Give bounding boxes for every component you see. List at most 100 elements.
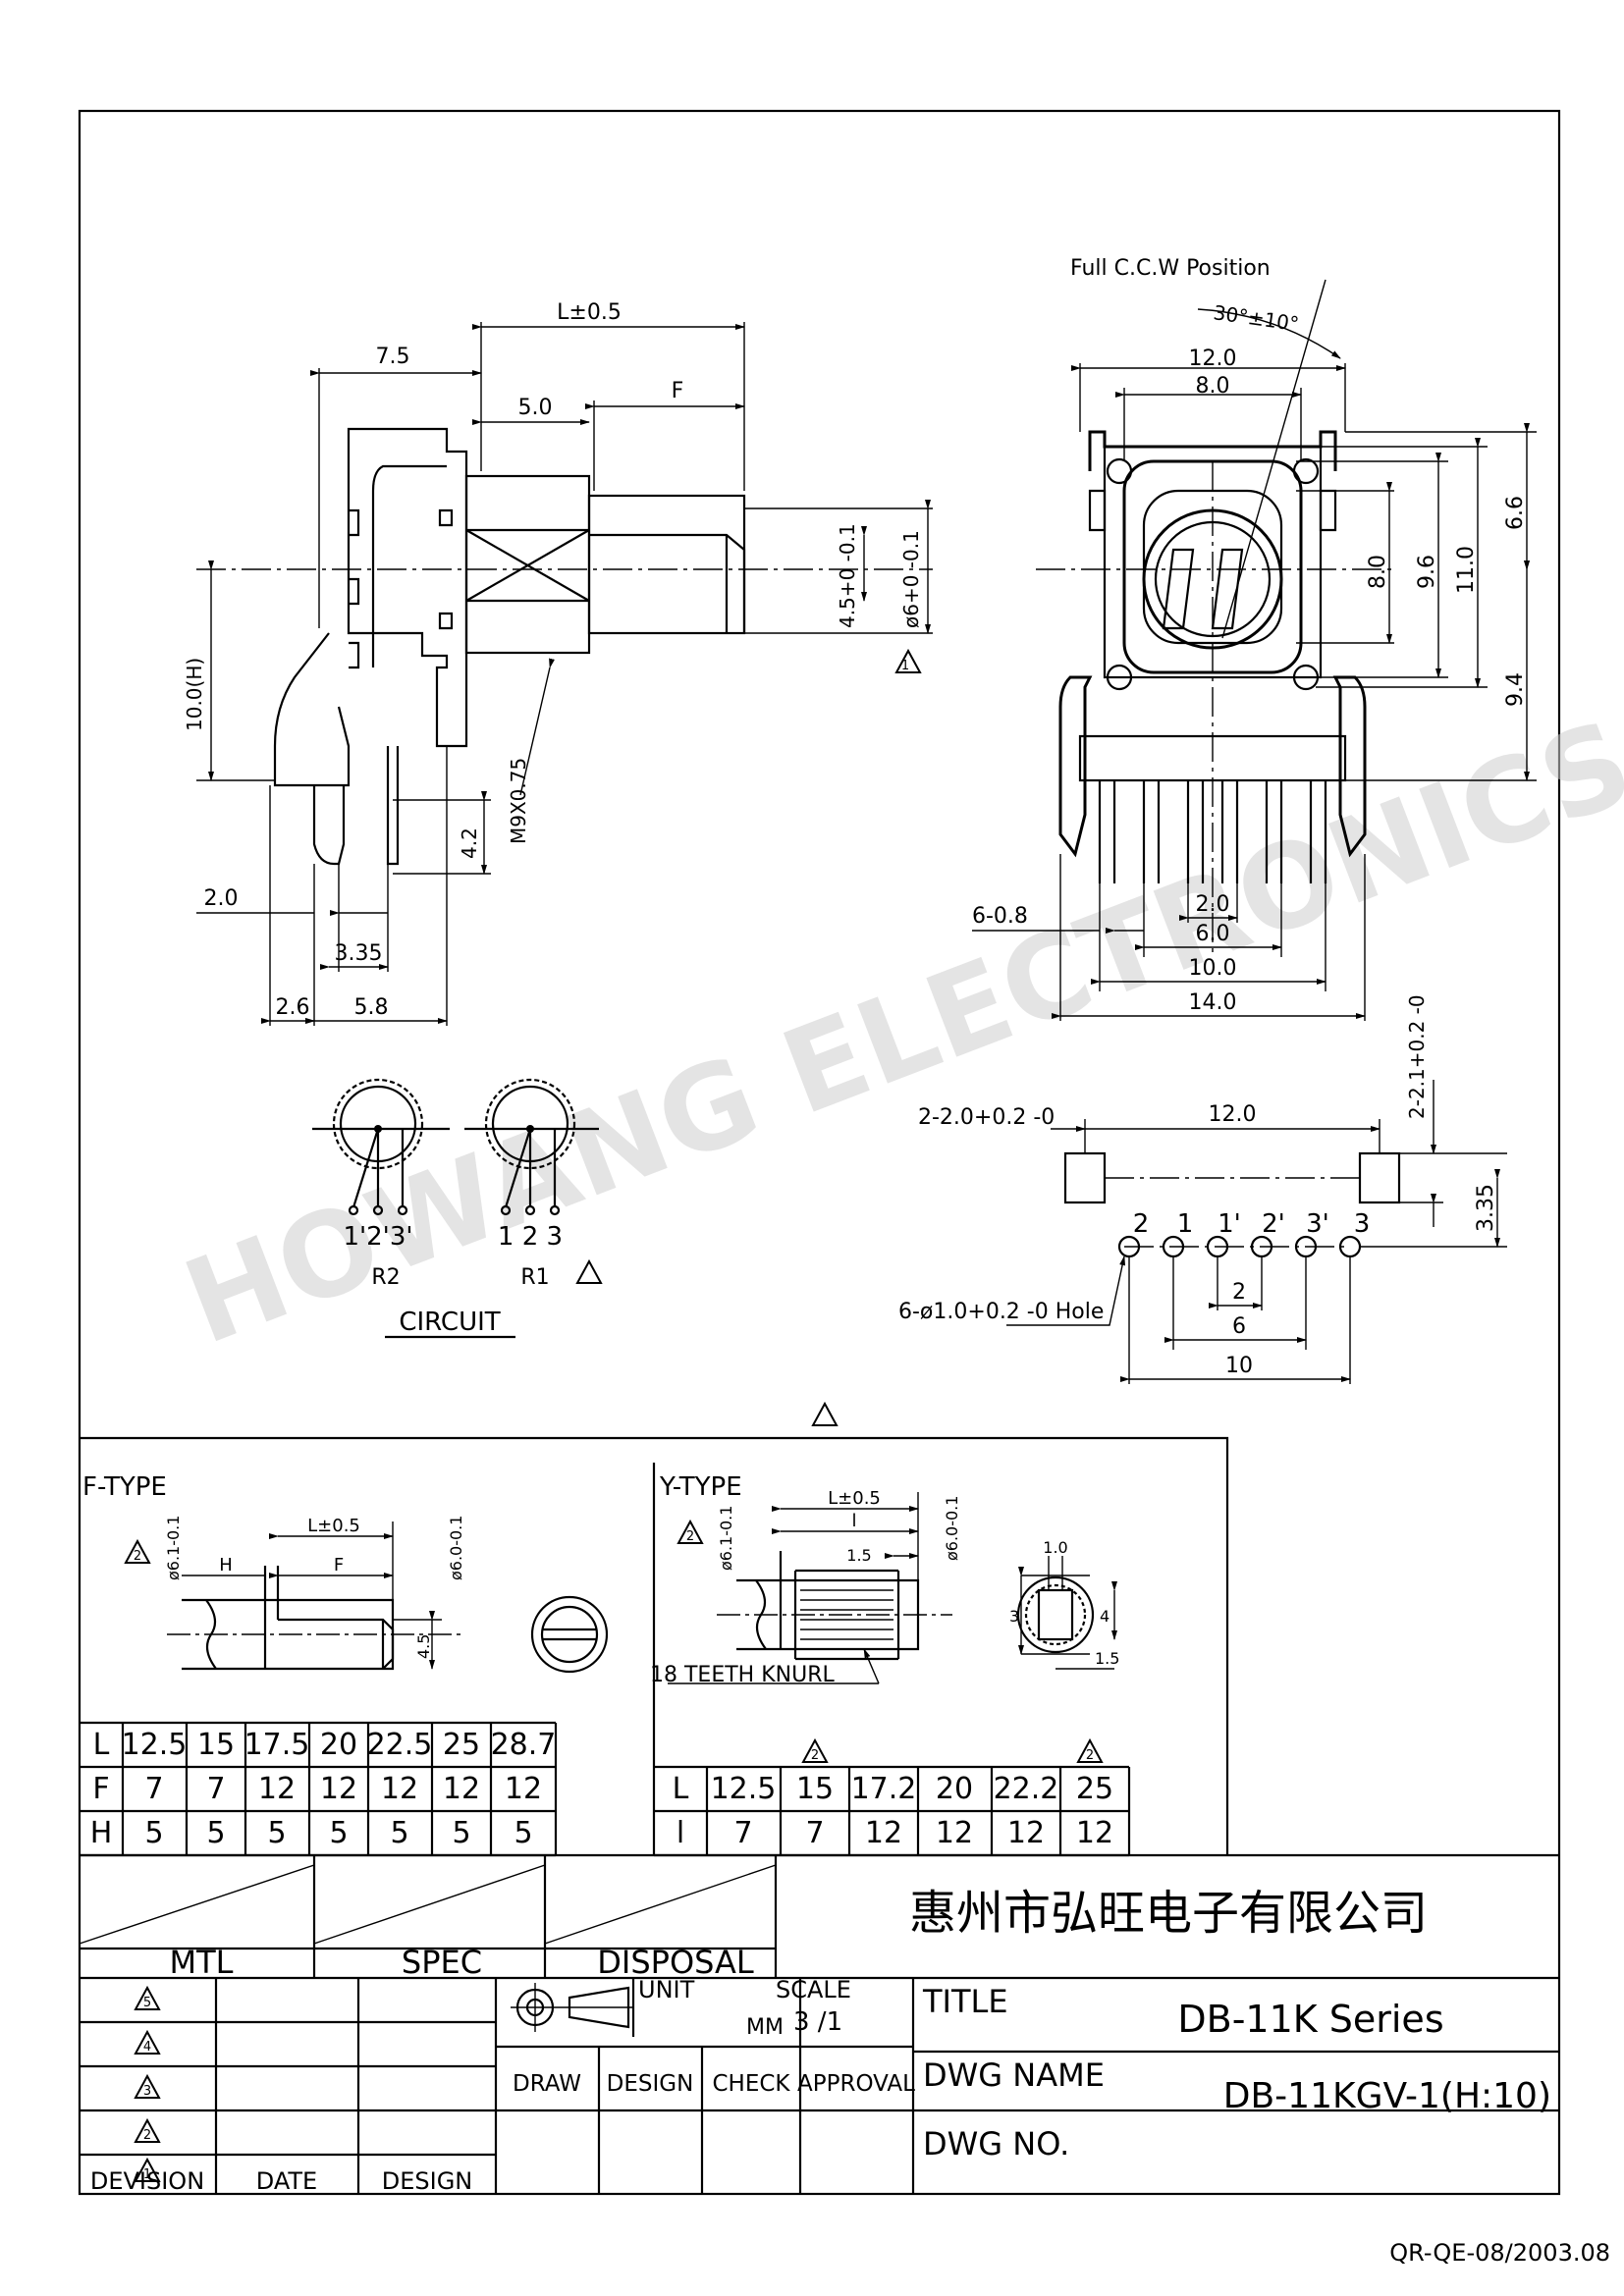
dim-4-2: 4.2	[458, 828, 481, 859]
pcb-dim-10: 10	[1225, 1354, 1253, 1378]
f-type-table-cell: 12	[505, 1772, 542, 1806]
y-type-table-cell: 12	[865, 1816, 902, 1850]
f-type-table-cell: 12	[443, 1772, 480, 1806]
f-type-table	[80, 1721, 558, 1857]
svg-text:3: 3	[143, 2084, 151, 2099]
title-value: DB-11K Series	[1177, 1998, 1443, 2041]
dim-10-0: 10.0	[1189, 956, 1237, 981]
y-type-1-5b: 1.5	[1095, 1649, 1119, 1668]
y-type-table-cell: 17.2	[851, 1772, 917, 1806]
f-type-table-cell: 20	[320, 1728, 357, 1762]
circuit-r1-pins: 1 2 3	[498, 1222, 563, 1252]
f-type-table-cell: 7	[144, 1772, 163, 1806]
f-type-table-cell: 12.5	[122, 1728, 188, 1762]
svg-text:2: 2	[1086, 1748, 1094, 1763]
dwg-no-label: DWG NO.	[923, 2125, 1069, 2163]
title-block: 5 4 3 2 1	[79, 1853, 1559, 2194]
svg-text:2: 2	[686, 1529, 694, 1544]
y-type-L: L±0.5	[828, 1488, 881, 1509]
angle-label: 30°±10°	[1212, 300, 1300, 336]
spec-label: SPEC	[402, 1944, 482, 1981]
unit-label: UNIT	[638, 1976, 695, 2003]
y-type-phi61: ø6.1-0.1	[717, 1506, 735, 1571]
svg-text:1: 1	[1177, 1209, 1194, 1239]
check-label: CHECK	[712, 2071, 790, 2097]
f-type-table-cell: H	[90, 1816, 113, 1850]
f-type-title: F-TYPE	[82, 1472, 167, 1502]
y-type-l: l	[851, 1511, 856, 1531]
design-label: DESIGN	[382, 2167, 473, 2195]
dwg-name-label: DWG NAME	[923, 2056, 1105, 2094]
dim-4-5: 4.5+0 -0.1	[836, 523, 859, 628]
f-type-F: F	[334, 1555, 344, 1575]
y-type-table-cell: 12	[936, 1816, 973, 1850]
design-col-label: DESIGN	[607, 2071, 694, 2097]
svg-text:3: 3	[1354, 1209, 1371, 1239]
dim-11-0: 11.0	[1454, 546, 1479, 594]
pad-height-label: 2-2.1+0.2 -0	[1405, 994, 1429, 1119]
dim-8-0: 8.0	[1366, 555, 1390, 589]
knurl-label: 18 TEETH KNURL	[650, 1663, 835, 1687]
disposal-label: DISPOSAL	[597, 1944, 754, 1981]
dim-9-6: 9.6	[1415, 555, 1439, 589]
y-type-1-5: 1.5	[846, 1546, 871, 1565]
svg-text:2: 2	[143, 2128, 151, 2143]
y-type-table-cell: 12	[1007, 1816, 1045, 1850]
dim-2-0-pitch: 2.0	[1196, 892, 1230, 917]
f-type-table-cell: F	[92, 1772, 109, 1806]
y-type-table-cell: 12	[1076, 1816, 1113, 1850]
y-type-1-0: 1.0	[1043, 1538, 1067, 1557]
svg-text:2: 2	[134, 1549, 141, 1564]
dim-8-0-top: 8.0	[1196, 374, 1230, 399]
pad-label: 2-2.0+0.2 -0	[918, 1105, 1055, 1130]
f-type-table-cell: 5	[390, 1816, 408, 1850]
pcb-layout	[1006, 1080, 1507, 1384]
f-type-table-cell: 22.5	[367, 1728, 433, 1762]
y-type-3: 3	[1009, 1607, 1019, 1626]
date-label: DATE	[256, 2167, 317, 2195]
svg-text:2': 2'	[1262, 1209, 1285, 1239]
dim-H: 10.0(H)	[183, 658, 206, 731]
f-type-phi61: ø6.1-0.1	[164, 1516, 183, 1580]
svg-text:2: 2	[1133, 1209, 1150, 1239]
dim-6-6: 6.6	[1503, 496, 1528, 530]
f-type-table-cell: 28.7	[491, 1728, 557, 1762]
y-type-table-cell: 12.5	[711, 1772, 777, 1806]
f-type-table-cell: 7	[206, 1772, 225, 1806]
f-type-table-cell: 15	[197, 1728, 235, 1762]
y-type-table-cell: 20	[936, 1772, 973, 1806]
svg-text:1: 1	[901, 659, 909, 673]
y-type-table-cell: 7	[805, 1816, 824, 1850]
dwg-name-value: DB-11KGV-1(H:10)	[1223, 2076, 1551, 2116]
mtl-label: MTL	[170, 1944, 234, 1981]
f-type-table-cell: 12	[320, 1772, 357, 1806]
f-type-table-cell: 5	[329, 1816, 348, 1850]
f-type-table-cell: 5	[144, 1816, 163, 1850]
side-view: 1	[196, 322, 933, 1026]
approval-label: APPROVAL	[797, 2071, 915, 2097]
y-type-table-cell: l	[677, 1816, 684, 1850]
f-type-table-cell: 5	[267, 1816, 286, 1850]
y-type-table-cell: 7	[733, 1816, 752, 1850]
thread-label: M9X0.75	[507, 758, 530, 844]
f-type-H: H	[219, 1555, 233, 1575]
front-view	[972, 279, 1537, 1021]
pcb-dim-6: 6	[1232, 1314, 1246, 1339]
dim-L: L±0.5	[557, 300, 622, 325]
dim-5-8: 5.8	[354, 995, 389, 1020]
scale-label: SCALE	[776, 1976, 851, 2003]
dim-phi6: ø6+0 -0.1	[899, 530, 923, 628]
y-type-table: 2 2	[654, 1739, 1131, 1857]
hole-label: 6-ø1.0+0.2 -0 Hole	[898, 1300, 1104, 1324]
terminal-pins	[1098, 780, 1327, 883]
dim-F: F	[672, 379, 684, 403]
revision-label: DEVISION	[90, 2167, 204, 2195]
pins-label: 6-0.8	[972, 904, 1028, 929]
circuit-r2-label: R2	[371, 1265, 400, 1290]
f-type-phi60: ø6.0-0.1	[447, 1516, 465, 1580]
circuit-r1-label: R1	[520, 1265, 549, 1290]
f-type-table-cell: 25	[443, 1728, 480, 1762]
pcb-dim-3-35: 3.35	[1474, 1184, 1498, 1232]
dim-7-5: 7.5	[376, 345, 410, 369]
